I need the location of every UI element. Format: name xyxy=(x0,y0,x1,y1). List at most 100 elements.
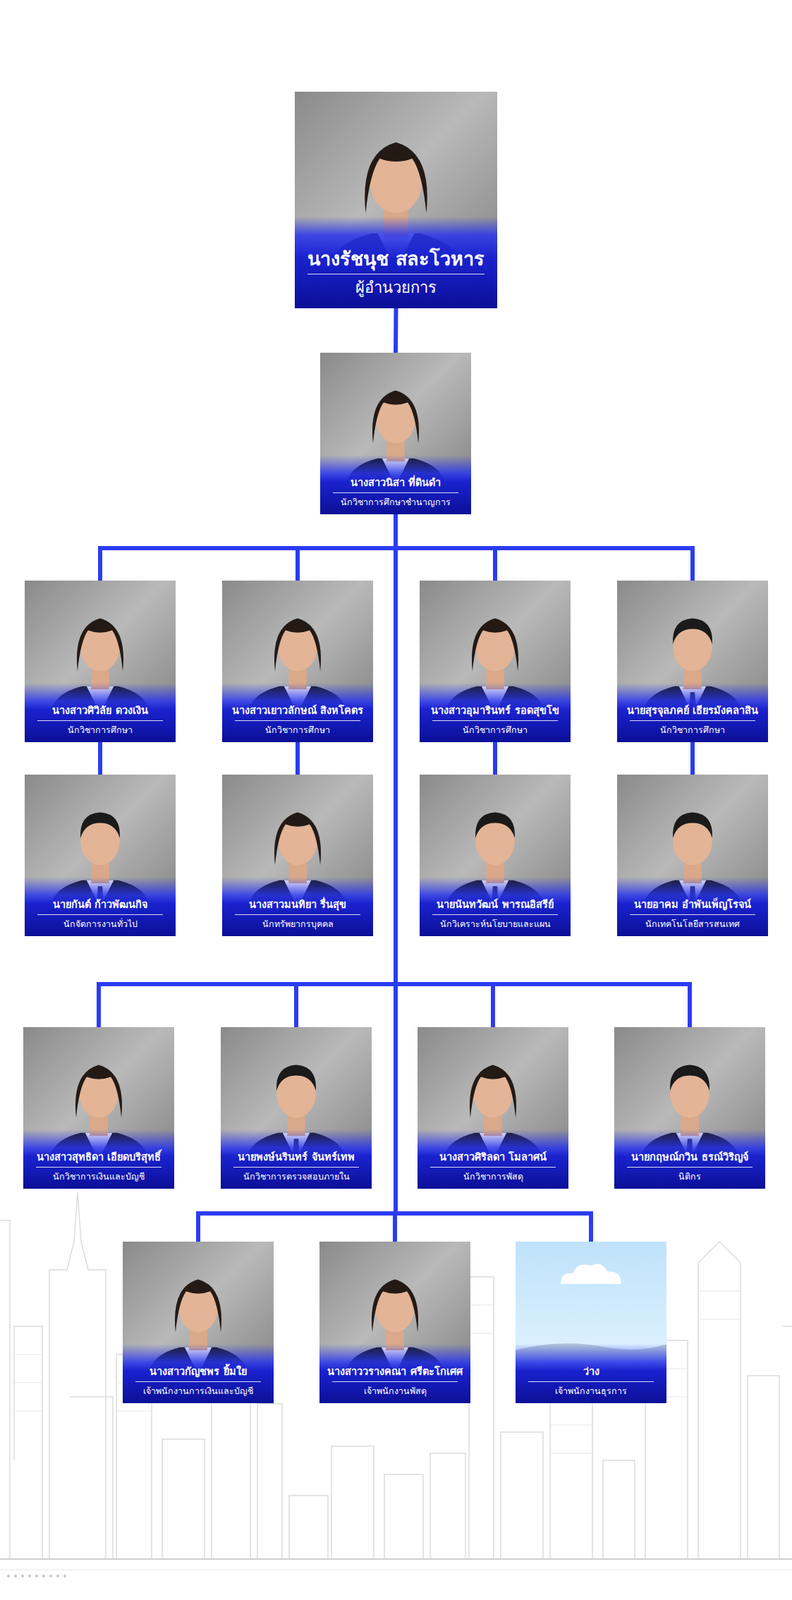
caption-band: นางสาวนิสา ที่ดินดำนักวิชาการศึกษาชำนาญก… xyxy=(320,454,472,515)
position-title: เจ้าพนักงานธุรการ xyxy=(519,1385,663,1397)
position-title: นิติกร xyxy=(618,1170,761,1183)
hair-shape xyxy=(371,1279,419,1333)
hair-shape xyxy=(76,618,124,672)
divider-line xyxy=(430,1166,556,1168)
org-connector xyxy=(295,741,300,775)
person-card: ว่างเจ้าพนักงานธุรการ xyxy=(515,1241,667,1403)
person-name: นายอาคม อำพันเพ็ญโรจน์ xyxy=(621,897,764,912)
person-name: นางสาวกัญชพร ยิ้มใย xyxy=(126,1364,270,1379)
position-title: นักวิชาการศึกษา xyxy=(423,724,567,736)
hair-shape xyxy=(80,812,120,838)
person-card: นายพงษ์นรินทร์ จันทร์เทพนักวิชาการตรวจสอ… xyxy=(220,1026,372,1189)
hair-shape xyxy=(364,142,428,213)
hair-shape xyxy=(276,1064,316,1091)
hair-shape xyxy=(669,1064,710,1091)
hair-shape xyxy=(174,1279,222,1333)
person-name: นางรัชนุช สละโวหาร xyxy=(299,246,493,271)
hill-shape xyxy=(515,1342,667,1403)
position-title: นักวิชาการพัสดุ xyxy=(421,1170,565,1183)
divider-line xyxy=(233,1166,359,1168)
caption-band: นางสาวสุทธิดา เอียดบริสุทธิ์นักวิชาการเง… xyxy=(23,1129,175,1189)
divider-line xyxy=(432,720,558,721)
person-card: นางสาวอุมารินทร์ รอดสุขโขนักวิชาการศึกษา xyxy=(419,580,571,742)
org-connector xyxy=(395,514,693,581)
divider-line xyxy=(629,914,756,915)
person-card: นางสาววรางคณา ศรีตะโกเศศเจ้าพนักงานพัสดุ xyxy=(319,1241,471,1403)
person-card: นางสาวเยาวลักษณ์ สิงหโคตรนักวิชาการศึกษา xyxy=(222,580,374,742)
caption-band: นางสาวศิริลดา โมลาศน์นักวิชาการพัสดุ xyxy=(417,1129,569,1189)
divider-line xyxy=(37,914,163,915)
caption-band: ว่างเจ้าพนักงานธุรการ xyxy=(515,1343,667,1403)
person-card: นายกฤษณ์กวิน ธรณ์วิริญจ์นิติกร xyxy=(614,1026,766,1189)
hair-shape xyxy=(475,812,515,838)
person-name: นายสุรจุลภคย์ เธียรมังคลาสิน xyxy=(621,703,764,718)
divider-line xyxy=(528,1380,654,1382)
position-title: นักเทคโนโลยีสารสนเทศ xyxy=(621,918,764,930)
person-name: นายนันทวัฒน์ พารณอิสรีย์ xyxy=(423,897,567,912)
person-card: นางสาวศิริลดา โมลาศน์นักวิชาการพัสดุ xyxy=(417,1026,569,1189)
position-title: ผู้อำนวยการ xyxy=(299,277,493,299)
caption-band: นายอาคม อำพันเพ็ญโรจน์นักเทคโนโลยีสารสนเ… xyxy=(617,876,769,936)
divider-line xyxy=(307,273,485,275)
position-title: นักจัดการงานทั่วไป xyxy=(28,918,172,930)
position-title: นักวิชาการศึกษา xyxy=(226,724,369,736)
person-name: นายกันต์ ก้าวพัฒนกิจ xyxy=(28,897,172,912)
hair-shape xyxy=(274,812,321,866)
divider-line xyxy=(35,1166,162,1168)
divider-line xyxy=(626,1166,753,1168)
caption-band: นางสาวกัญชพร ยิ้มใยเจ้าพนักงานการเงินและ… xyxy=(122,1343,274,1403)
position-title: นักวิชาการศึกษาชำนาญการ xyxy=(324,496,467,508)
position-title: เจ้าพนักงานการเงินและบัญชี xyxy=(126,1385,270,1397)
person-card: นายนันทวัฒน์ พารณอิสรีย์นักวิเคราะห์นโยบ… xyxy=(419,774,571,936)
person-name: นางสาวอุมารินทร์ รอดสุขโข xyxy=(423,703,567,718)
caption-band: นางสาวศิวิลัย ดวงเงินนักวิชาการศึกษา xyxy=(24,682,176,742)
person-name: นางสาวสุทธิดา เอียดบริสุทธิ์ xyxy=(27,1150,170,1164)
caption-band: นางรัชนุช สละโวหารผู้อำนวยการ xyxy=(294,216,498,309)
person-card: นางสาวกัญชพร ยิ้มใยเจ้าพนักงานการเงินและ… xyxy=(122,1241,274,1403)
divider-line xyxy=(629,720,756,721)
hair-shape xyxy=(372,390,419,444)
divider-line xyxy=(234,720,361,721)
position-title: นักวิเคราะห์นโยบายและแผน xyxy=(423,918,567,930)
person-name: นายกฤษณ์กวิน ธรณ์วิริญจ์ xyxy=(618,1150,761,1164)
position-title: นักวิชาการเงินและบัญชี xyxy=(27,1170,170,1183)
person-card: นางสาวศิวิลัย ดวงเงินนักวิชาการศึกษา xyxy=(24,580,176,742)
org-connector xyxy=(100,514,396,581)
caption-band: นางสาวเยาวลักษณ์ สิงหโคตรนักวิชาการศึกษา xyxy=(222,682,374,742)
hair-shape xyxy=(75,1064,123,1118)
divider-line xyxy=(135,1380,261,1382)
caption-band: นายพงษ์นรินทร์ จันทร์เทพนักวิชาการตรวจสอ… xyxy=(220,1129,372,1189)
person-name: นายพงษ์นรินทร์ จันทร์เทพ xyxy=(224,1150,368,1164)
caption-band: นางสาวมนทิยา รื่นสุขนักทรัพยากรบุคคล xyxy=(222,876,374,936)
caption-band: นางสาวอุมารินทร์ รอดสุขโขนักวิชาการศึกษา xyxy=(419,682,571,742)
person-name: นางสาวศิริลดา โมลาศน์ xyxy=(421,1150,565,1164)
person-name: นางสาวนิสา ที่ดินดำ xyxy=(324,476,467,490)
hair-shape xyxy=(469,1064,517,1118)
hair-shape xyxy=(274,618,321,672)
person-card: นางสาวมนทิยา รื่นสุขนักทรัพยากรบุคคล xyxy=(222,774,374,936)
person-card: นางสาวสุทธิดา เอียดบริสุทธิ์นักวิชาการเง… xyxy=(23,1026,175,1189)
person-card: นางสาวนิสา ที่ดินดำนักวิชาการศึกษาชำนาญก… xyxy=(320,352,472,515)
org-connector xyxy=(395,514,592,1242)
position-title: นักทรัพยากรบุคคล xyxy=(226,918,369,930)
person-name: นางสาวมนทิยา รื่นสุข xyxy=(226,897,369,912)
cloud-shape xyxy=(560,1263,622,1284)
caption-band: นายนันทวัฒน์ พารณอิสรีย์นักวิเคราะห์นโยบ… xyxy=(419,876,571,936)
person-name: นางสาวศิวิลัย ดวงเงิน xyxy=(28,703,172,718)
divider-line xyxy=(432,914,558,915)
person-card: นายสุรจุลภคย์ เธียรมังคลาสินนักวิชาการศึ… xyxy=(617,580,769,742)
person-card: นายกันต์ ก้าวพัฒนกิจนักจัดการงานทั่วไป xyxy=(24,774,176,936)
caption-band: นายกันต์ ก้าวพัฒนกิจนักจัดการงานทั่วไป xyxy=(24,876,176,936)
person-name: นางสาววรางคณา ศรีตะโกเศศ xyxy=(323,1364,467,1379)
position-title: นักวิชาการตรวจสอบภายใน xyxy=(224,1170,368,1183)
caption-band: นายกฤษณ์กวิน ธรณ์วิริญจ์นิติกร xyxy=(614,1129,766,1189)
position-title: เจ้าพนักงานพัสดุ xyxy=(323,1385,467,1397)
divider-line xyxy=(332,492,459,493)
hair-shape xyxy=(471,618,519,672)
person-name: ว่าง xyxy=(519,1364,663,1379)
position-title: นักวิชาการศึกษา xyxy=(621,724,764,736)
hair-shape xyxy=(672,618,713,644)
org-connector xyxy=(98,741,103,775)
caption-band: นางสาววรางคณา ศรีตะโกเศศเจ้าพนักงานพัสดุ xyxy=(319,1343,471,1403)
person-name: นางสาวเยาวลักษณ์ สิงหโคตร xyxy=(226,703,369,718)
